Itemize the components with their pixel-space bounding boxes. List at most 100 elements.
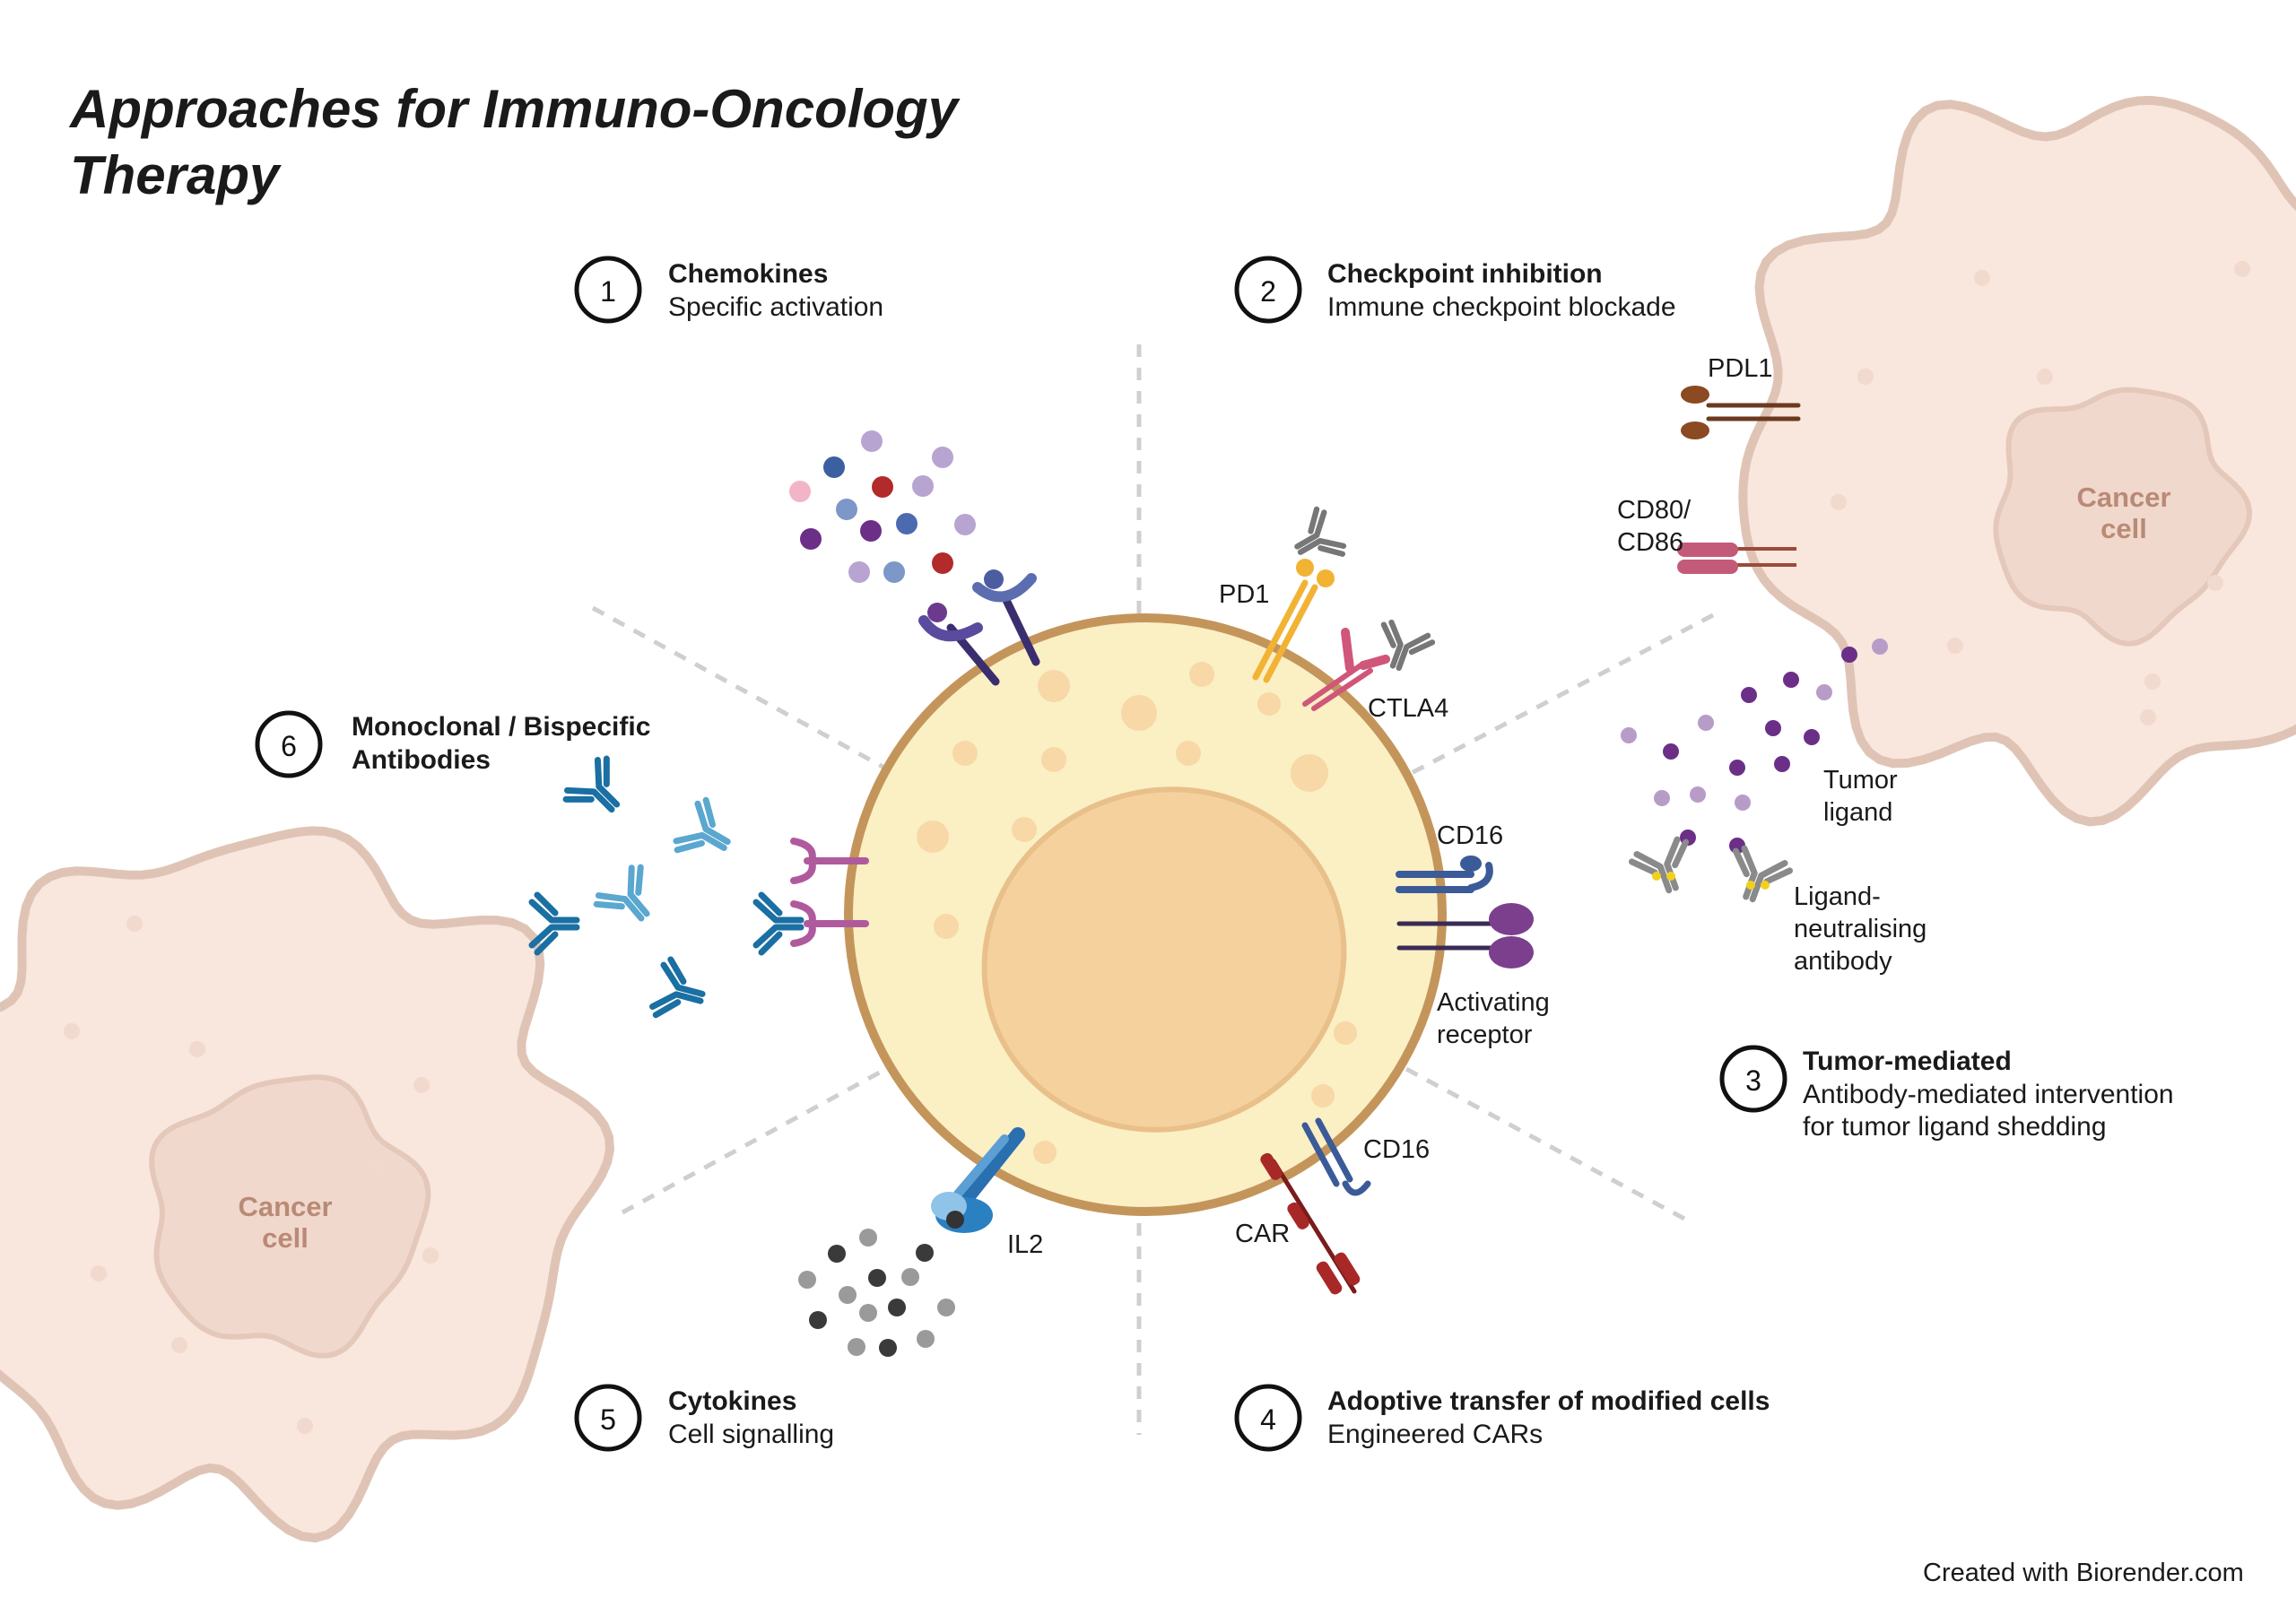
granule bbox=[1041, 747, 1066, 772]
checkpoint-antibody bbox=[1380, 619, 1436, 672]
cancer-cell-left: Cancer cell bbox=[0, 826, 615, 1543]
cancer-cell-granule bbox=[1831, 494, 1847, 510]
cytokine bbox=[798, 1271, 816, 1289]
label-activating-receptor: Activating bbox=[1437, 988, 1550, 1017]
chemokine-receptor bbox=[918, 569, 1040, 686]
cancer-cell-granule bbox=[2140, 709, 2156, 725]
tumor-ligand-particles bbox=[1621, 638, 1888, 854]
antibody-shape bbox=[593, 864, 650, 922]
label-cd16: CD16 bbox=[1437, 821, 1503, 850]
cancer-cell-granule bbox=[2144, 673, 2161, 690]
cancer-cell-label: Cancer bbox=[238, 1191, 332, 1222]
cancer-cell-label: cell bbox=[2100, 513, 2147, 544]
tumor-ligand bbox=[1663, 743, 1679, 760]
approach-number: 1 bbox=[600, 275, 616, 308]
molecule-labels: PDL1 CD80/ CD86 PD1 CTLA4 CD16 Activatin… bbox=[1007, 354, 1926, 1259]
tumor-ligand bbox=[1690, 786, 1706, 803]
cytokine bbox=[859, 1229, 877, 1247]
cancer-cell-granule bbox=[1947, 638, 1963, 654]
antibody bbox=[593, 864, 650, 922]
activating-receptor bbox=[1396, 903, 1534, 969]
chemokine bbox=[912, 475, 934, 497]
cancer-cell-granule bbox=[171, 1337, 187, 1353]
tumor-ligand bbox=[1804, 729, 1820, 745]
approach-heading: Monoclonal / Bispecific bbox=[352, 712, 650, 742]
chemokine-particles bbox=[789, 430, 976, 583]
approach-heading: Tumor-mediated bbox=[1803, 1047, 2012, 1076]
cancer-cell-granule bbox=[1857, 369, 1874, 385]
granule bbox=[934, 914, 959, 939]
cytokine bbox=[868, 1269, 886, 1287]
ligand-bound bbox=[1666, 872, 1675, 881]
approach-3: 3 Tumor-mediated Antibody-mediated inter… bbox=[1719, 1045, 2174, 1142]
label-pd1: PD1 bbox=[1219, 580, 1269, 609]
nucleus bbox=[981, 786, 1347, 1133]
approach-number: 3 bbox=[1745, 1064, 1761, 1097]
approach-6: 6 Monoclonal / Bispecific Antibodies bbox=[255, 710, 650, 778]
tumor-ligand bbox=[1783, 672, 1799, 688]
chemokine bbox=[872, 476, 893, 498]
chemokine bbox=[860, 520, 882, 542]
chemokine bbox=[800, 528, 822, 550]
antibody-shape bbox=[752, 891, 804, 956]
approach-heading: Cytokines bbox=[668, 1386, 796, 1416]
cancer-cell-label: cell bbox=[262, 1222, 309, 1254]
tumor-ligand bbox=[1741, 687, 1757, 703]
cytokine bbox=[937, 1299, 955, 1316]
tumor-ligand bbox=[1621, 727, 1637, 743]
approach-subtitle: Cell signalling bbox=[668, 1420, 834, 1449]
section-dividers bbox=[591, 344, 1715, 1435]
checkpoint-antibodies bbox=[1294, 506, 1436, 672]
label-car: CAR bbox=[1235, 1220, 1290, 1248]
car-receptor bbox=[1260, 1152, 1361, 1295]
cytokine bbox=[809, 1311, 827, 1329]
ligand-bound bbox=[1746, 881, 1755, 890]
ligand-neutralising-antibodies bbox=[1628, 836, 1794, 903]
cytokine bbox=[888, 1299, 906, 1316]
chemokine bbox=[954, 514, 976, 535]
approach-4: 4 Adoptive transfer of modified cells En… bbox=[1234, 1384, 1770, 1452]
approach-heading: Adoptive transfer of modified cells bbox=[1327, 1386, 1770, 1416]
immune-cell bbox=[844, 613, 1447, 1216]
label-tumor-ligand: ligand bbox=[1823, 798, 1892, 827]
label-pdl1: PDL1 bbox=[1708, 354, 1773, 383]
pdl1-ligand bbox=[1681, 386, 1801, 439]
cd16-receptor-bottom bbox=[1301, 1117, 1371, 1196]
label-ligand-neutralising-antibody: antibody bbox=[1794, 947, 1892, 976]
cancer-cell-granule bbox=[189, 1041, 205, 1057]
granule bbox=[1189, 662, 1214, 687]
cytokine-particles bbox=[798, 1229, 955, 1357]
antibody-shape bbox=[1628, 836, 1690, 894]
tumor-ligand bbox=[1729, 760, 1745, 776]
granule bbox=[1311, 1084, 1335, 1108]
granule bbox=[1012, 817, 1037, 842]
cancer-cell-granule bbox=[2207, 575, 2223, 591]
label-ligand-neutralising-antibody: Ligand- bbox=[1794, 882, 1881, 911]
chemokine bbox=[896, 513, 918, 534]
label-activating-receptor: receptor bbox=[1437, 1021, 1533, 1049]
cancer-cell-granule bbox=[126, 916, 143, 932]
antibody-shape bbox=[673, 796, 731, 854]
label-ctla4: CTLA4 bbox=[1368, 694, 1448, 723]
approach-heading: Antibodies bbox=[352, 745, 491, 775]
approach-heading: Checkpoint inhibition bbox=[1327, 259, 1603, 289]
granule bbox=[1291, 754, 1328, 792]
cytokine bbox=[879, 1339, 897, 1357]
cancer-cell-granule bbox=[1974, 270, 1990, 286]
cytokine bbox=[839, 1286, 857, 1304]
chemokine bbox=[861, 430, 883, 452]
cancer-cell-granule bbox=[2234, 261, 2250, 277]
cancer-cell-label: Cancer bbox=[2076, 482, 2170, 513]
cancer-cell-right: Cancer cell bbox=[1738, 95, 2296, 827]
cancer-cell-granule bbox=[413, 1077, 430, 1093]
tumor-ligand bbox=[1841, 647, 1857, 663]
ctla4-receptor bbox=[1302, 628, 1390, 711]
cancer-cell-granule bbox=[2037, 369, 2053, 385]
chemokine bbox=[932, 552, 953, 574]
il2-receptor bbox=[931, 1127, 1025, 1233]
antibody-receptors bbox=[790, 838, 869, 947]
label-cd16: CD16 bbox=[1363, 1135, 1430, 1164]
cd80-cd86-ligand bbox=[1677, 543, 1796, 574]
tumor-ligand bbox=[1816, 684, 1832, 700]
